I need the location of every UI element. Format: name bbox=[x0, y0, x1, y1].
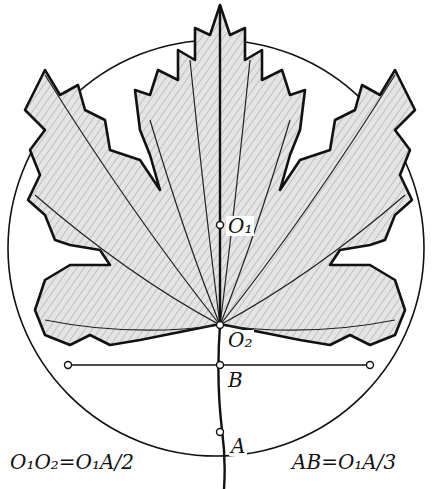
construction-points bbox=[65, 222, 374, 436]
point-label: O₁O₂=O₁A/2 bbox=[8, 452, 136, 472]
point-label: A bbox=[229, 436, 247, 456]
point-label: B bbox=[226, 370, 245, 390]
leaf-vein bbox=[190, 60, 220, 325]
leaf-vein bbox=[45, 75, 220, 325]
point-label: O₂ bbox=[226, 330, 254, 350]
point-label: AB=O₁A/3 bbox=[290, 452, 398, 472]
leaf-vein bbox=[220, 60, 250, 325]
leaf-vein bbox=[220, 75, 395, 325]
midrib-and-stem bbox=[218, 5, 224, 489]
point-label: O₁ bbox=[226, 216, 254, 236]
leaf-vein bbox=[220, 195, 405, 325]
leaf-vein bbox=[35, 195, 220, 325]
leaf-vein bbox=[220, 120, 290, 325]
leaf-vein bbox=[45, 320, 220, 330]
leaf-vein bbox=[220, 320, 395, 330]
leaf-vein bbox=[150, 120, 220, 325]
